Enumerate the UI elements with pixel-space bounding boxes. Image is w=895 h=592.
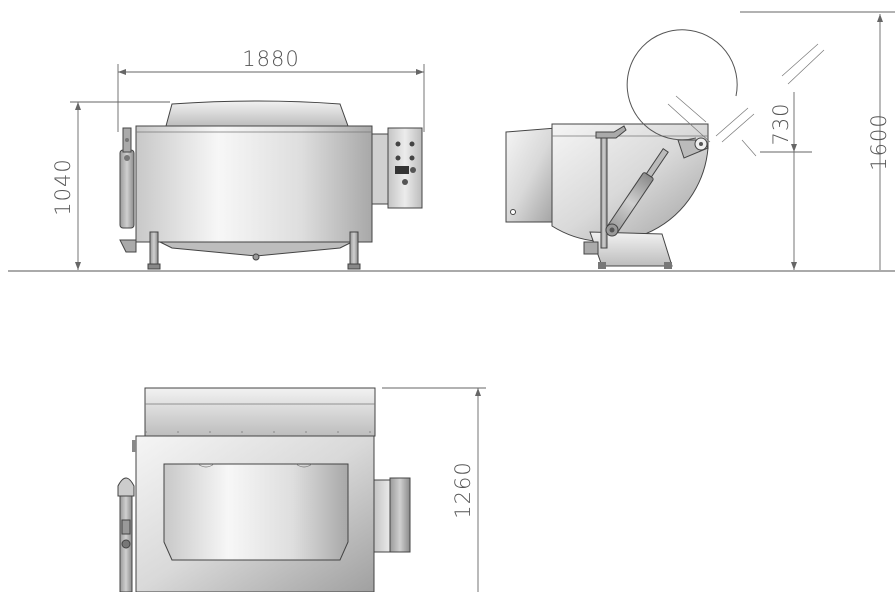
top-inner-opening xyxy=(163,463,349,561)
front-width-dimension: 1880 xyxy=(117,47,425,132)
side-tilt-arc xyxy=(626,29,738,141)
control-display xyxy=(395,166,409,174)
dimension-front-width: 1880 xyxy=(242,47,299,71)
control-knob-1 xyxy=(395,141,401,147)
front-hydraulic-cylinder xyxy=(119,149,135,229)
front-height-dimension: 1040 xyxy=(51,101,170,270)
front-lid xyxy=(165,100,349,127)
side-tilt-cylinder xyxy=(607,148,669,234)
side-total-dimension: 1600 xyxy=(740,11,895,270)
front-leg-right xyxy=(349,231,359,269)
dimension-side-tilt: 730 xyxy=(769,102,793,145)
control-knob-4 xyxy=(409,155,415,161)
control-knob-3 xyxy=(395,155,401,161)
dimension-side-total: 1600 xyxy=(867,113,891,170)
front-body xyxy=(135,125,373,243)
dimension-front-height: 1040 xyxy=(51,158,75,215)
top-lid-strip xyxy=(144,387,376,437)
front-tank-bottom xyxy=(159,241,353,257)
front-control-box xyxy=(371,133,389,205)
front-view xyxy=(119,100,423,270)
side-tilt-dimension: 730 xyxy=(760,92,812,270)
side-rear-housing xyxy=(505,127,557,223)
dimension-top-depth: 1260 xyxy=(451,461,475,518)
front-leg-left xyxy=(149,231,159,269)
side-kettle-body xyxy=(551,123,709,243)
top-depth-dimension: 1260 xyxy=(382,387,486,592)
control-knob-2 xyxy=(409,141,415,147)
top-view xyxy=(117,387,411,592)
side-view xyxy=(505,29,825,269)
